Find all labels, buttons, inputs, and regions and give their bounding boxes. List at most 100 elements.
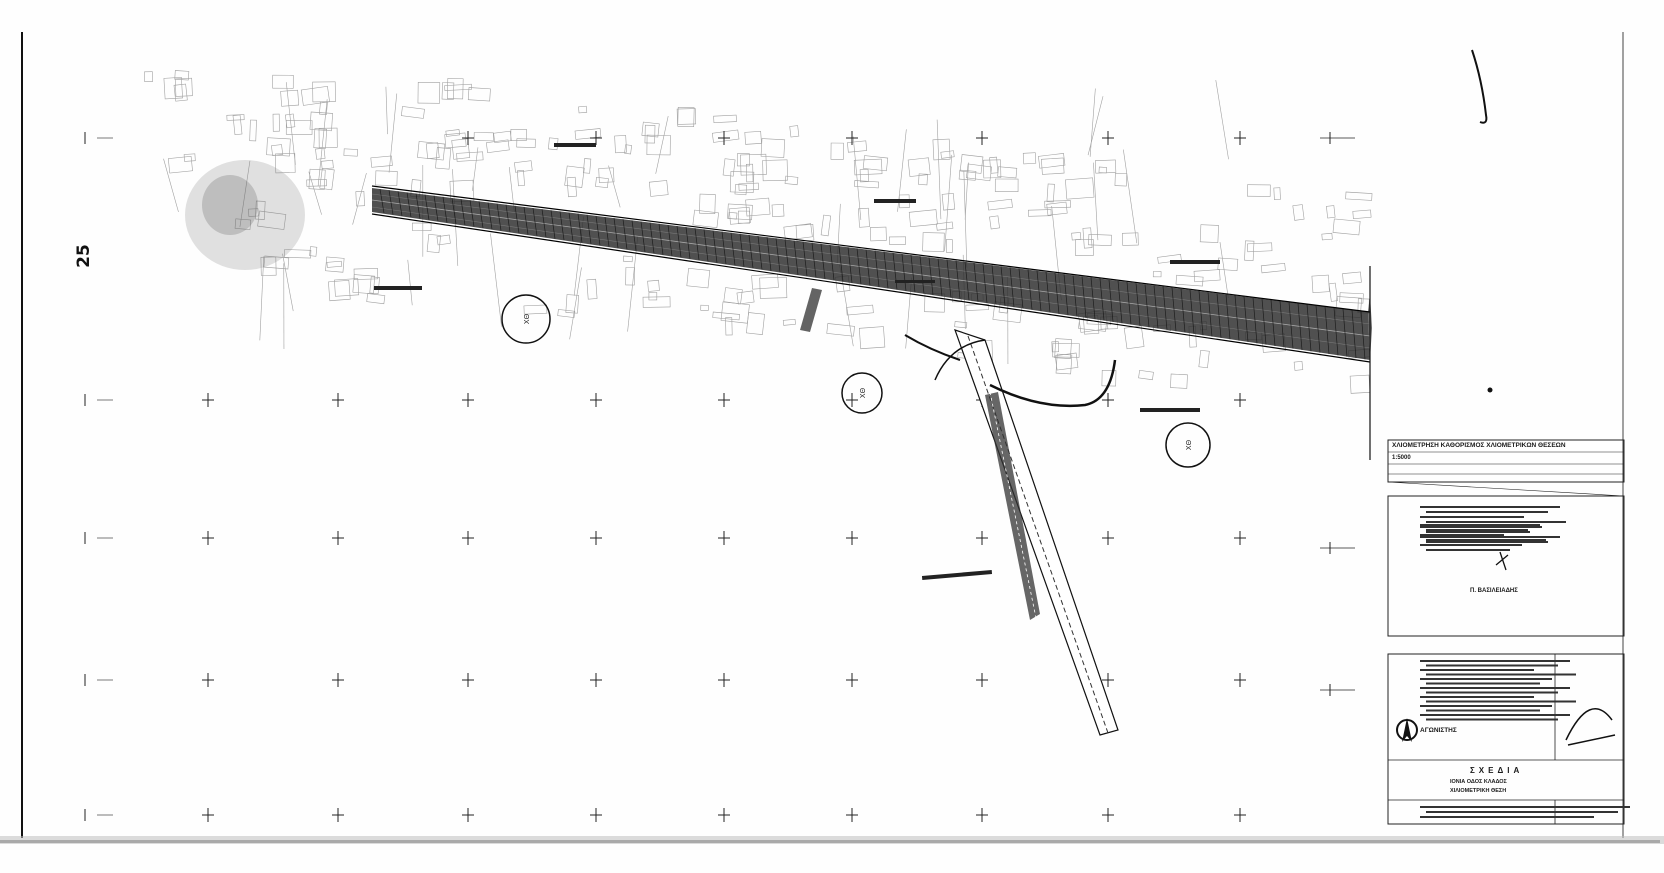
hatch-line (397, 191, 403, 216)
svg-text:ΧΘ: ΧΘ (1186, 439, 1193, 450)
building-block (272, 74, 294, 89)
building-block (285, 120, 313, 135)
street-line (569, 267, 582, 340)
building-block (644, 124, 656, 144)
motorway-corridor (371, 185, 1372, 363)
hatch-line (523, 206, 529, 235)
signature-scribble (1565, 708, 1616, 746)
building-block (352, 274, 376, 295)
building-block (922, 232, 945, 252)
building-block (1055, 353, 1073, 375)
building-block (782, 318, 796, 326)
building-block (686, 267, 711, 289)
hatch-line (910, 255, 916, 293)
building-block (1321, 232, 1333, 241)
building-block (642, 296, 671, 308)
building-block (677, 106, 695, 127)
hatch-line (1081, 276, 1087, 318)
building-block (1027, 209, 1052, 217)
hatch-line (901, 253, 907, 292)
building-block (847, 140, 868, 153)
street-line (385, 86, 388, 135)
hatch-line (955, 260, 961, 300)
street-line (936, 119, 942, 220)
hatch-line (1351, 309, 1357, 359)
building-block (727, 203, 753, 221)
building-block (712, 311, 740, 321)
hatch-line (1027, 269, 1033, 310)
building-block (183, 153, 196, 162)
street-line (239, 160, 251, 227)
title-block-line (1420, 705, 1552, 707)
building-block (473, 132, 494, 142)
hatch-line (685, 227, 691, 259)
building-block (1339, 292, 1364, 304)
hatch-line (469, 200, 475, 227)
title-block-text-lines (1420, 506, 1630, 818)
title-block-line (1420, 687, 1570, 689)
building-block (516, 170, 525, 187)
building-block (997, 166, 1018, 179)
building-block (1088, 233, 1112, 246)
hatch-line (379, 188, 385, 214)
building-block (321, 159, 334, 170)
building-block (692, 209, 719, 229)
hatch-line (604, 216, 610, 247)
building-block (375, 170, 398, 186)
building-block (319, 101, 328, 116)
hatch-line (919, 256, 925, 294)
building-block (932, 138, 951, 161)
building-block (954, 321, 968, 329)
hatch-line (1324, 306, 1330, 355)
building-block (869, 226, 887, 242)
building-block (965, 303, 989, 311)
building-block (516, 138, 536, 148)
building-block (789, 125, 800, 138)
building-block (647, 279, 660, 292)
building-block (1044, 200, 1071, 209)
building-block (271, 144, 284, 157)
building-block (746, 312, 765, 335)
street-line (1215, 79, 1229, 160)
hatch-line (595, 215, 601, 246)
street-line (1093, 162, 1099, 241)
building-block (1292, 204, 1305, 221)
building-block (411, 222, 432, 231)
building-block (784, 175, 799, 186)
building-block (1273, 187, 1281, 200)
building-block (583, 158, 592, 174)
building-block (728, 211, 738, 220)
street-line (259, 256, 265, 341)
hatch-line (388, 190, 394, 215)
title-block-line (1426, 549, 1510, 551)
title-block-line (1426, 700, 1576, 703)
building-block (945, 239, 953, 253)
building-block (315, 147, 326, 160)
hatch-line (1018, 268, 1024, 309)
hatch-line (874, 250, 880, 287)
building-block (167, 155, 193, 174)
hatch-line (1108, 279, 1114, 322)
building-block (1065, 177, 1095, 200)
building-block (523, 304, 548, 315)
hatch-line (838, 246, 844, 282)
hatch-line (937, 258, 943, 297)
hatch-line (865, 249, 871, 286)
building-block (989, 156, 999, 174)
building-block (574, 128, 602, 140)
building-block (578, 105, 588, 114)
building-block (1022, 152, 1037, 165)
building-block (1152, 271, 1162, 278)
building-block (862, 155, 889, 172)
title-block-line (1426, 811, 1618, 813)
building-block (1138, 369, 1154, 381)
hatch-line (1243, 296, 1249, 342)
title-block-line (1420, 524, 1540, 526)
building-block (326, 260, 343, 268)
building-block (648, 180, 669, 197)
hatch-line (991, 265, 997, 305)
building-block (1094, 159, 1117, 174)
hatch-line (658, 223, 664, 255)
building-block (820, 214, 832, 237)
page-number: 25 (73, 244, 94, 268)
